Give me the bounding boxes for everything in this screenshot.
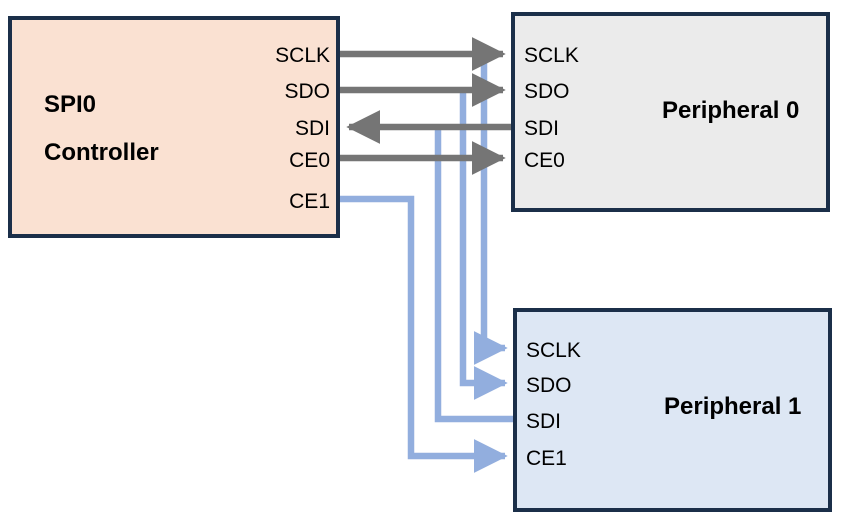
controller-pin-sdi: SDI <box>295 117 330 140</box>
peripheral0-title: Peripheral 0 <box>662 97 799 124</box>
wire-sdi-peripheral1 <box>434 127 515 423</box>
controller-pin-sclk: SCLK <box>275 44 330 67</box>
controller-box[interactable]: SPI0 Controller SCLK SDO SDI CE0 CE1 <box>8 16 340 238</box>
wire-sclk-peripheral1 <box>473 54 508 365</box>
controller-title-line2: Controller <box>44 139 159 166</box>
wire-ce1-peripheral1 <box>339 195 508 473</box>
peripheral0-pin-sdi: SDI <box>524 117 559 140</box>
peripheral0-box-rect <box>511 12 830 212</box>
controller-box-rect <box>8 16 340 238</box>
peripheral1-title: Peripheral 1 <box>664 393 801 420</box>
peripheral1-box[interactable]: Peripheral 1 SCLK SDO SDI CE1 <box>513 308 832 512</box>
peripheral1-pin-sclk: SCLK <box>526 339 581 362</box>
wire-sdo-peripheral1 <box>459 90 508 400</box>
blue-wire-group <box>339 54 515 473</box>
controller-pin-ce1: CE1 <box>289 190 330 213</box>
peripheral1-box-rect <box>513 308 832 512</box>
peripheral0-pin-ce0: CE0 <box>524 149 565 172</box>
peripheral0-box[interactable]: Peripheral 0 SCLK SDO SDI CE0 <box>511 12 830 212</box>
controller-pin-sdo: SDO <box>284 80 330 103</box>
peripheral1-pin-ce1: CE1 <box>526 447 567 470</box>
peripheral0-pin-sclk: SCLK <box>524 44 579 67</box>
peripheral1-pin-sdo: SDO <box>526 374 572 397</box>
peripheral1-pin-sdi: SDI <box>526 410 561 433</box>
controller-pin-ce0: CE0 <box>289 149 330 172</box>
controller-title-line1: SPI0 <box>44 91 96 118</box>
gray-wire-group <box>339 37 513 175</box>
peripheral0-pin-sdo: SDO <box>524 80 570 103</box>
